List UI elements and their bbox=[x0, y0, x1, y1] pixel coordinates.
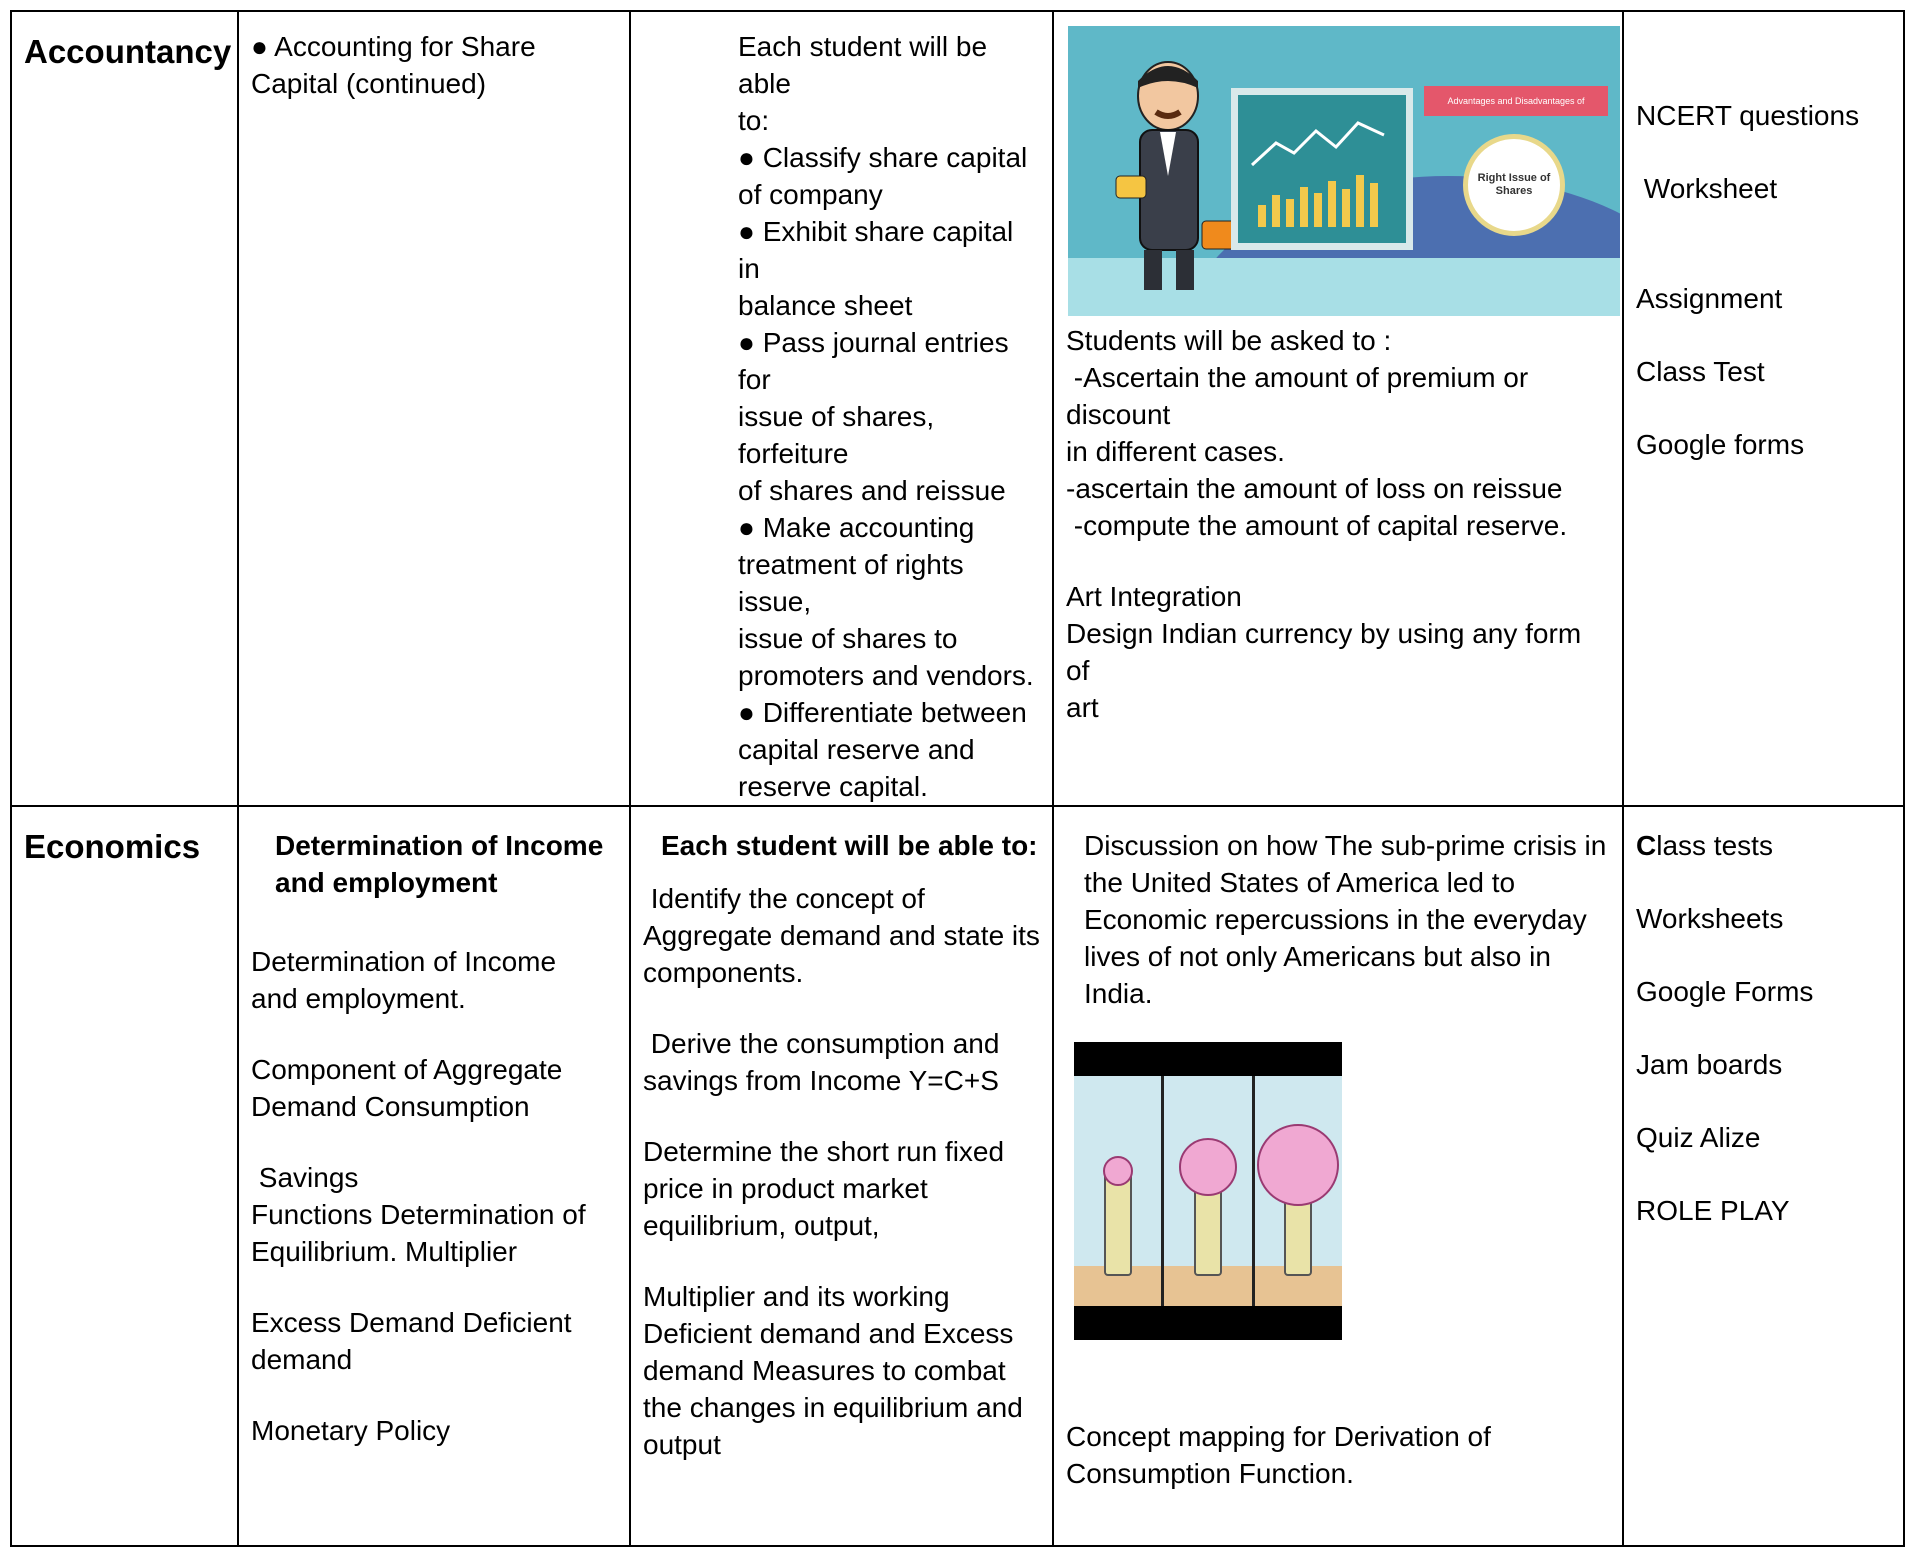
topic-line: Equilibrium. Multiplier bbox=[251, 1236, 518, 1267]
lesson-plan-table: Accountancy ● Accounting for Share Capit… bbox=[10, 10, 1905, 1547]
assessment-item: Worksheets bbox=[1636, 903, 1784, 934]
topic-line: ● Accounting for Share bbox=[251, 31, 536, 62]
topic-heading-line: Determination of Income bbox=[275, 830, 604, 861]
outcome-line: equilibrium, output, bbox=[643, 1210, 880, 1241]
concept-mapping-line: Concept mapping for Derivation of bbox=[1066, 1421, 1491, 1452]
outcome-line: issue of shares to bbox=[738, 623, 958, 654]
topic-line: Determination of Income bbox=[251, 946, 557, 977]
subject-cell: Economics bbox=[10, 805, 239, 1547]
assessment-item: Google Forms bbox=[1636, 976, 1814, 1007]
cartoon-panel bbox=[1074, 1076, 1165, 1306]
outcome-line: ● Exhibit share capital in bbox=[738, 216, 1022, 284]
activity-line: -compute the amount of capital reserve. bbox=[1066, 510, 1568, 541]
outcome-line: Deficient demand and Excess bbox=[643, 1318, 1014, 1349]
topic-heading-line: and employment bbox=[275, 867, 498, 898]
outcome-line: Multiplier and its working bbox=[643, 1281, 950, 1312]
cartoon-panel bbox=[1164, 1076, 1255, 1306]
topic-line: Demand Consumption bbox=[251, 1091, 530, 1122]
outcome-line: capital reserve and bbox=[738, 734, 975, 765]
outcome-line: price in product market bbox=[643, 1173, 928, 1204]
art-integration-line: art bbox=[1066, 692, 1099, 723]
outcome-line: ● Differentiate between bbox=[738, 697, 1027, 728]
subject-name: Accountancy bbox=[24, 33, 232, 70]
activity-line: India. bbox=[1084, 978, 1153, 1009]
activity-line: -ascertain the amount of loss on reissue bbox=[1066, 473, 1563, 504]
outcome-line: Each student will be able bbox=[738, 31, 995, 99]
outcome-line: ● Pass journal entries for bbox=[738, 327, 1017, 395]
outcome-line: of company bbox=[738, 179, 883, 210]
assessment-initial: C bbox=[1636, 830, 1657, 861]
outcome-line: Determine the short run fixed bbox=[643, 1136, 1005, 1167]
topic-line: Monetary Policy bbox=[251, 1415, 451, 1446]
activity-line: Economic repercussions in the everyday bbox=[1084, 904, 1587, 935]
chart-board bbox=[1231, 88, 1413, 250]
outcomes-heading: Each student will be able to: bbox=[661, 830, 1038, 861]
topic-cell: Determination of Income and employment D… bbox=[237, 805, 631, 1547]
outcome-line: Identify the concept of bbox=[643, 883, 925, 914]
table-row-economics: Economics Determination of Income and em… bbox=[10, 805, 1905, 1547]
assessment-item: Class tests bbox=[1636, 827, 1891, 864]
businessman-icon bbox=[1115, 61, 1238, 290]
assessment-item: Quiz Alize bbox=[1636, 1122, 1761, 1153]
assessment-item: Assignment bbox=[1636, 283, 1783, 314]
cartoon-panel bbox=[1254, 1076, 1342, 1306]
banner-title: Advantages and Disadvantages of bbox=[1424, 86, 1608, 116]
outcome-line: issue of shares, forfeiture bbox=[738, 401, 942, 469]
activity-line: lives of not only Americans but also in bbox=[1084, 941, 1551, 972]
outcome-line: ● Classify share capital bbox=[738, 142, 1028, 173]
art-integration-line: Art Integration bbox=[1066, 581, 1242, 612]
outcome-line: balance sheet bbox=[738, 290, 913, 321]
assessment-cell: NCERT questions Worksheet Assignment Cla… bbox=[1622, 10, 1905, 807]
table-row-accountancy: Accountancy ● Accounting for Share Capit… bbox=[10, 10, 1905, 807]
outcome-line: savings from Income Y=C+S bbox=[643, 1065, 999, 1096]
bar-chart-icon bbox=[1250, 121, 1385, 227]
outcome-line: treatment of rights issue, bbox=[738, 549, 972, 617]
bubble-cartoon-illustration bbox=[1074, 1042, 1342, 1340]
assessment-item: NCERT questions bbox=[1636, 100, 1860, 131]
outcome-line: of shares and reissue bbox=[738, 475, 1006, 506]
subject-name: Economics bbox=[24, 828, 201, 865]
art-integration-line: Design Indian currency by using any form… bbox=[1066, 618, 1589, 686]
learning-outcomes-cell: Each student will be able to: Identify t… bbox=[629, 805, 1054, 1547]
topic-line: Capital (continued) bbox=[251, 68, 487, 99]
activity-line: Discussion on how The sub-prime crisis i… bbox=[1084, 830, 1607, 861]
activity-line: in different cases. bbox=[1066, 436, 1285, 467]
topic-line: Excess Demand Deficient bbox=[251, 1307, 572, 1338]
topic-line: demand bbox=[251, 1344, 353, 1375]
outcome-line: output bbox=[643, 1429, 721, 1460]
outcome-line: Derive the consumption and bbox=[643, 1028, 1000, 1059]
assessment-item: Class Test bbox=[1636, 356, 1765, 387]
learning-outcomes-cell: Each student will be able to: ● Classify… bbox=[629, 10, 1054, 807]
outcome-line: components. bbox=[643, 957, 804, 988]
outcome-line: ● Make accounting bbox=[738, 512, 975, 543]
activity-line: Students will be asked to : bbox=[1066, 325, 1392, 356]
topic-line: and employment. bbox=[251, 983, 466, 1014]
topic-cell: ● Accounting for Share Capital (continue… bbox=[237, 10, 631, 807]
activities-cell: Discussion on how The sub-prime crisis i… bbox=[1052, 805, 1624, 1547]
subject-cell: Accountancy bbox=[10, 10, 239, 807]
assessment-item: Google forms bbox=[1636, 429, 1805, 460]
outcome-line: Aggregate demand and state its bbox=[643, 920, 1040, 951]
assessment-item: Worksheet bbox=[1636, 173, 1778, 204]
outcome-line: demand Measures to combat bbox=[643, 1355, 1006, 1386]
outcome-line: reserve capital. bbox=[738, 771, 928, 802]
activities-cell: Advantages and Disadvantages of Right Is… bbox=[1052, 10, 1624, 807]
activity-line: the United States of America led to bbox=[1084, 867, 1516, 898]
topic-line: Functions Determination of bbox=[251, 1199, 586, 1230]
rights-issue-illustration: Advantages and Disadvantages of Right Is… bbox=[1068, 26, 1620, 316]
assessment-item: Jam boards bbox=[1636, 1049, 1783, 1080]
banner-badge: Right Issue of Shares bbox=[1463, 134, 1565, 236]
assessment-cell: Class tests Worksheets Google Forms Jam … bbox=[1622, 805, 1905, 1547]
outcome-line: the changes in equilibrium and bbox=[643, 1392, 1023, 1423]
outcome-line: promoters and vendors. bbox=[738, 660, 1034, 691]
outcome-line: to: bbox=[738, 105, 770, 136]
activity-line: -Ascertain the amount of premium or disc… bbox=[1066, 362, 1536, 430]
assessment-item: ROLE PLAY bbox=[1636, 1195, 1790, 1226]
topic-line: Component of Aggregate bbox=[251, 1054, 563, 1085]
concept-mapping-line: Consumption Function. bbox=[1066, 1458, 1354, 1489]
assessment-rest: lass tests bbox=[1656, 830, 1773, 861]
topic-line: Savings bbox=[251, 1162, 359, 1193]
